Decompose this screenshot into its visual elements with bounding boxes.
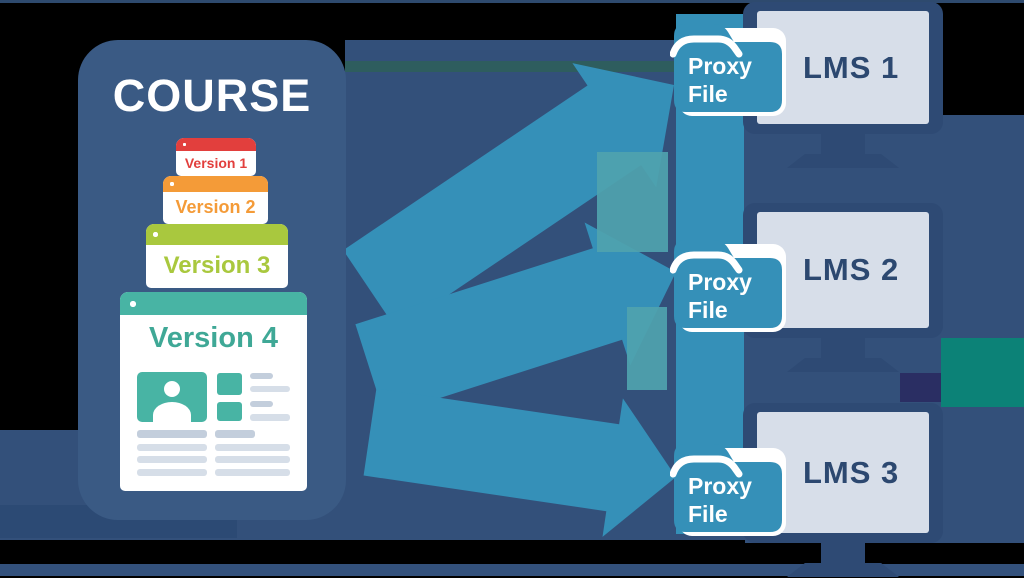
- folder-icon: [674, 240, 782, 328]
- text-line-placeholder: [137, 430, 207, 438]
- proxy-file-label-line2: File: [688, 297, 728, 323]
- window-dot: [153, 232, 158, 237]
- proxy-file-label-line1: Proxy: [688, 269, 752, 295]
- text-line-placeholder: [137, 444, 207, 451]
- proxy-file-folder-1: Proxy File: [670, 24, 786, 116]
- folder-flap: [670, 35, 743, 58]
- text-line-placeholder: [215, 444, 290, 451]
- version-1-window: Version 1: [176, 138, 256, 176]
- arrow-overlap-highlight: [627, 307, 667, 390]
- monitor-stand: [821, 543, 865, 565]
- distribution-arrow: [343, 63, 674, 330]
- version-1-titlebar: [176, 138, 256, 151]
- version-3-window: Version 3: [146, 224, 288, 288]
- version-3-titlebar: [146, 224, 288, 245]
- window-dot: [183, 143, 186, 146]
- monitor-stand-base: [787, 154, 899, 168]
- version-3-label: Version 3: [163, 252, 271, 279]
- text-line-placeholder: [215, 469, 290, 476]
- text-line-placeholder: [250, 373, 273, 379]
- text-line-placeholder: [215, 456, 290, 463]
- lms-2-label: LMS 2: [803, 252, 900, 287]
- monitor-stand: [821, 338, 865, 360]
- lms-1-label: LMS 1: [803, 49, 900, 85]
- text-line-placeholder: [250, 414, 290, 421]
- text-line-placeholder: [137, 469, 207, 476]
- proxy-file-label-line1: Proxy: [688, 473, 752, 499]
- monitor-stand: [821, 134, 865, 156]
- folder-icon: [674, 24, 782, 112]
- person-icon: [153, 402, 191, 422]
- proxy-file-label-line2: File: [688, 501, 728, 527]
- proxy-file-folder-3: Proxy File: [670, 444, 786, 536]
- version-4-label: Version 4: [149, 322, 278, 354]
- version-2-label: Version 2: [175, 197, 256, 217]
- folder-flap: [670, 251, 743, 274]
- proxy-file-folder-2: Proxy File: [670, 240, 786, 332]
- folder-flap: [670, 455, 743, 478]
- version-2-window: Version 2: [163, 176, 268, 224]
- version-4-titlebar: [120, 292, 307, 315]
- content-block-placeholder: [217, 402, 242, 421]
- course-title: COURSE: [112, 70, 312, 121]
- version-4-window: Version 4: [120, 292, 307, 491]
- window-dot: [170, 182, 174, 186]
- proxy-file-label-line2: File: [688, 81, 728, 107]
- text-line-placeholder: [137, 456, 207, 463]
- lms-3-label: LMS 3: [803, 454, 900, 490]
- folder-icon: [674, 444, 782, 532]
- proxy-file-label-line1: Proxy: [688, 53, 752, 79]
- version-2-titlebar: [163, 176, 268, 192]
- distribution-arrow: [363, 388, 676, 537]
- text-line-placeholder: [250, 401, 273, 407]
- window-dot: [130, 300, 136, 307]
- text-line-placeholder: [250, 386, 290, 392]
- content-block-placeholder: [217, 373, 242, 395]
- text-line-placeholder: [215, 430, 255, 438]
- arrow-overlap-highlight: [597, 152, 668, 252]
- monitor-stand-base: [787, 563, 899, 577]
- version-1-label: Version 1: [184, 155, 248, 171]
- article-image-placeholder: [137, 372, 207, 422]
- person-icon: [164, 381, 180, 397]
- distribution-arrow: [355, 222, 676, 416]
- monitor-stand-base: [787, 358, 899, 372]
